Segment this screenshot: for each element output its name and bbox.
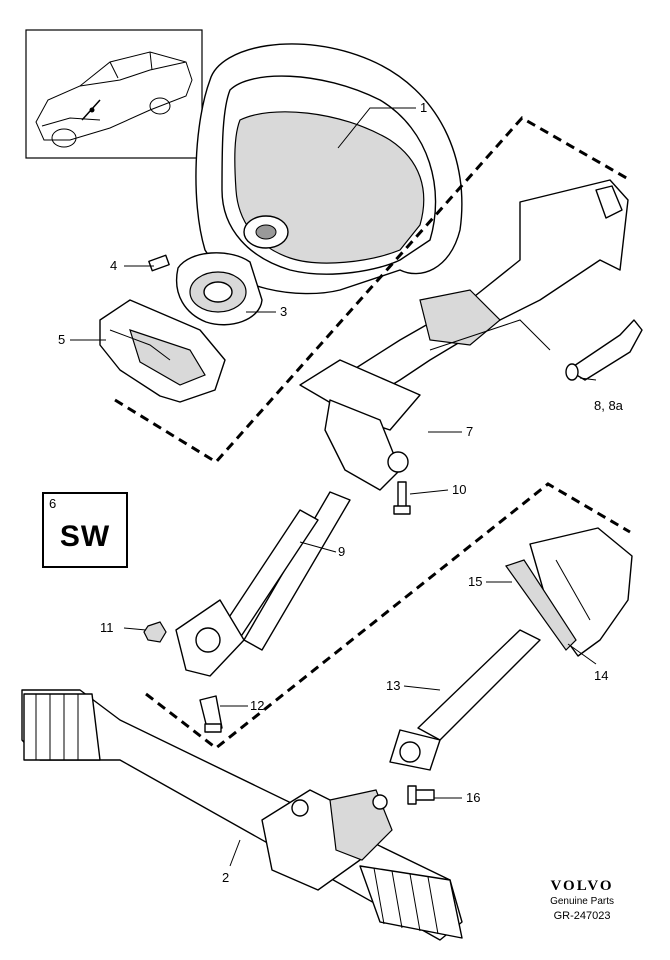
nut-11 [143, 621, 167, 643]
steering-rack [21, 689, 463, 941]
callout-8: 8, 8a [594, 398, 624, 413]
variant-number: 6 [49, 496, 57, 511]
switch-housing [99, 299, 226, 403]
callout-9: 9 [338, 544, 345, 559]
steering-column [299, 179, 629, 491]
brand-subtitle: Genuine Parts [550, 896, 614, 907]
callout-4: 4 [110, 258, 117, 273]
bolt-16 [407, 785, 435, 805]
callout-2: 2 [222, 870, 229, 885]
adjust-lever [565, 319, 643, 381]
callout-13: 13 [386, 678, 400, 693]
callout-labels: 1 3 4 5 7 8, 8a 10 9 11 12 13 14 15 16 2 [58, 100, 624, 885]
brand-logo: VOLVO [550, 878, 614, 894]
callout-12: 12 [250, 698, 264, 713]
callout-11: 11 [100, 620, 114, 635]
bolt-12 [199, 695, 223, 733]
diagram-reference: GR-247023 [553, 910, 611, 922]
callout-15: 15 [468, 574, 482, 589]
lower-shaft [389, 629, 541, 771]
steering-wheel [195, 43, 463, 295]
callout-7: 7 [466, 424, 473, 439]
intermediate-shaft [175, 491, 351, 677]
callout-5: 5 [58, 332, 65, 347]
callout-14: 14 [594, 668, 608, 683]
variant-code: SW [59, 520, 111, 553]
callout-1: 1 [420, 100, 427, 115]
boot-seal [505, 527, 633, 657]
clock-spring [148, 252, 263, 326]
callout-3: 3 [280, 304, 287, 319]
callout-10: 10 [452, 482, 466, 497]
bolt-10 [393, 481, 411, 515]
brand-block: VOLVO Genuine Parts GR-247023 [550, 878, 614, 922]
variant-box: 6 SW [42, 492, 128, 568]
car-locator-icon [25, 29, 203, 159]
leader-lines [70, 107, 597, 867]
callout-16: 16 [466, 790, 480, 805]
